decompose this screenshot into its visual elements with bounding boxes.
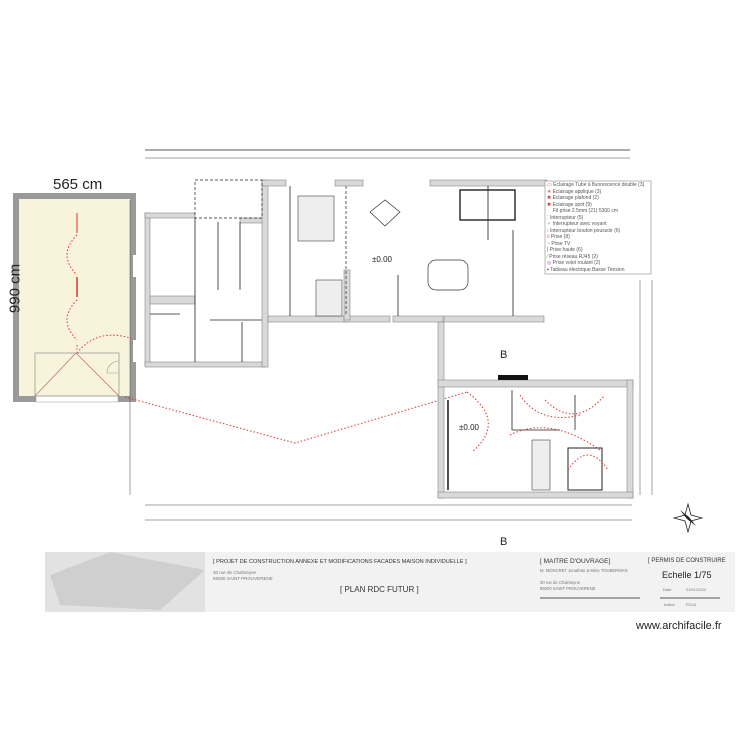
watermark-link[interactable]: www.archifacile.fr — [636, 620, 722, 632]
high-outlet-icon: | — [547, 247, 549, 253]
network-outlet-icon: ⁄ — [547, 253, 548, 260]
switch-indicator-icon: ✓ — [547, 221, 552, 227]
spot-light-icon: ✖ — [547, 201, 552, 208]
room-panel[interactable] — [13, 193, 136, 403]
level-label: ±0.00 — [459, 423, 480, 432]
legend-item: ✖ Eclairage spot (9) — [547, 201, 592, 208]
interior-partitions — [150, 179, 609, 491]
owner-line3: 85000 SAINT PROUVERENE — [540, 586, 596, 591]
room-height-label: 990 cm — [6, 263, 24, 314]
owner-line1: M. MONCRET Jonathan & Mme TOUBERMAN — [540, 568, 628, 573]
room-link-line — [124, 391, 468, 444]
outlet-icon: ◊ — [547, 234, 550, 240]
legend-item: ◊ Prise (8) — [547, 234, 570, 240]
section-marker: B — [500, 536, 507, 548]
dimension-lines — [129, 149, 653, 521]
legend-item: | Prise haute (6) — [547, 247, 583, 253]
legend-item: Fil prise 2.5mm (21) 5300 cm — [553, 208, 619, 214]
index-value: PC04 — [686, 602, 697, 607]
room-width-label: 565 cm — [53, 176, 103, 193]
drawing-title: [ PLAN RDC FUTUR ] — [340, 585, 419, 594]
walls — [144, 179, 634, 499]
legend-item: ⁄ Prise réseau RJ45 (2) — [547, 253, 598, 260]
electrical-panel-icon: ▪ — [547, 266, 549, 273]
legend-item: ▪ Tableau électrique Basse Tension — [547, 266, 625, 273]
permit-heading: [ PERMIS DE CONSTRUIRE — [648, 558, 726, 564]
date-value: 01/01/2024 — [686, 587, 707, 592]
owner-line2: 30 rue de Chalmeyne — [540, 580, 581, 585]
level-label: ±0.00 — [372, 255, 393, 264]
date-label: Date — [663, 587, 672, 592]
index-label: Indice — [664, 602, 675, 607]
legend-item: ◎ Prise volet roulant (2) — [547, 260, 601, 266]
address-line2: 85000 SAINT PROUVERENE — [213, 576, 273, 581]
legend-item: ⁝ Interrupteur bouton poussoir (6) — [547, 227, 621, 234]
legend-list: ▭ Eclairage Tube à fluorescence double (… — [547, 182, 651, 273]
owner-heading: [ MAITRE D'OUVRAGE] — [540, 558, 611, 565]
legend — [544, 180, 652, 275]
scale-label: Echelle 1/75 — [662, 570, 712, 580]
legend-item: ✖ Eclairage plafond (2) — [547, 195, 599, 201]
section-marker: B — [500, 349, 507, 361]
level-labels: ±0.00 ±0.00 B B — [372, 255, 507, 548]
legend-item: ~ Prise TV — [547, 240, 571, 247]
legend-item: ✳ Eclairage applique (3) — [547, 188, 602, 195]
compass-icon — [672, 502, 704, 534]
address-line1: 30 rue de Chalmeyne — [213, 570, 257, 575]
tv-outlet-icon: ~ — [547, 240, 550, 247]
shutter-outlet-icon: ◎ — [547, 260, 552, 266]
switch-icon: ⁚ — [547, 214, 549, 221]
title-block — [45, 552, 735, 612]
fluorescent-tube-icon: ▭ — [547, 182, 552, 188]
wall-light-icon: ✳ — [547, 188, 552, 195]
legend-item: ⁚ Interrupteur (5) — [547, 214, 584, 221]
push-button-switch-icon: ⁝ — [547, 227, 549, 234]
legend-item: ✓ Interrupteur avec voyant — [547, 221, 607, 227]
project-title: [ PROJET DE CONSTRUCTION ANNEXE ET MODIF… — [213, 559, 467, 565]
legend-item: ▭ Eclairage Tube à fluorescence double (… — [547, 182, 645, 188]
ceiling-light-icon: ✖ — [547, 195, 552, 201]
